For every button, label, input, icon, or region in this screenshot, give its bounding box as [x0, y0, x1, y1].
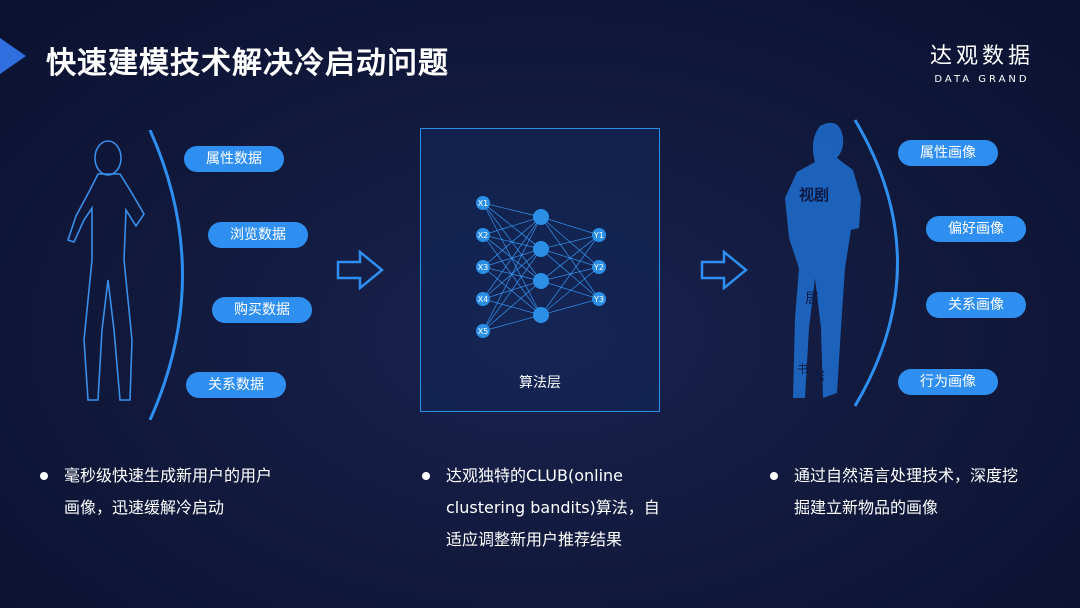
- bullet-text-3: 通过自然语言处理技术，深度挖 掘建立新物品的画像: [794, 460, 1018, 524]
- bullet-3-line-2: 掘建立新物品的画像: [794, 498, 939, 517]
- output-node-label: Y3: [593, 295, 604, 304]
- input-node: [476, 228, 490, 242]
- right-tag-2: 偏好画像: [926, 216, 1026, 242]
- right-tag-4: 行为画像: [898, 369, 998, 395]
- input-node: [476, 292, 490, 306]
- input-node-label: X3: [478, 263, 489, 272]
- nn-connection: [540, 234, 600, 316]
- output-node-label: Y2: [593, 263, 604, 272]
- input-node: [476, 196, 490, 210]
- hidden-node: [533, 241, 549, 257]
- nn-connection: [482, 298, 542, 316]
- bullet-2-line-1: 达观独特的CLUB(online: [446, 466, 624, 485]
- output-node-label: Y1: [593, 231, 604, 240]
- nn-connection: [482, 314, 542, 332]
- bullet-3-line-1: 通过自然语言处理技术，深度挖: [794, 466, 1019, 485]
- bullet-dot-3: [770, 472, 778, 480]
- brand-name-cn: 达观数据: [929, 44, 1034, 69]
- left-arc: [148, 130, 184, 420]
- woman-silhouette-icon: [66, 140, 145, 401]
- left-tag-4: 关系数据: [186, 372, 286, 398]
- output-node: [592, 228, 606, 242]
- flow-arrow-icon-2: [700, 250, 748, 290]
- nn-connection: [482, 216, 542, 268]
- hidden-node: [533, 307, 549, 323]
- algorithm-layer-label: 算法层: [519, 375, 561, 391]
- nn-connection: [540, 234, 600, 282]
- brand-logo: 达观数据 DATA GRAND: [930, 38, 1034, 85]
- page-title: 快速建模技术解决冷启动问题: [46, 46, 449, 81]
- bullet-text-2: 达观独特的CLUB(online clustering bandits)算法，自…: [446, 460, 660, 556]
- bullet-1-line-2: 画像，迅速缓解冷启动: [64, 498, 225, 517]
- nn-connection: [482, 248, 542, 332]
- silhouette-word-1: 视剧: [799, 186, 829, 204]
- input-node-label: X2: [478, 231, 489, 240]
- left-tag-3: 购买数据: [212, 297, 312, 323]
- nn-connection: [540, 298, 600, 316]
- right-tag-3: 关系画像: [926, 292, 1026, 318]
- nn-connection: [540, 266, 600, 316]
- nn-connection: [482, 234, 542, 316]
- bullet-1-line-1: 毫秒级快速生成新用户的用户: [64, 466, 273, 485]
- nn-connection: [482, 216, 542, 300]
- hidden-node: [533, 273, 549, 289]
- silhouette-word-4: 居: [813, 369, 825, 383]
- hidden-node: [533, 209, 549, 225]
- input-node-label: X5: [478, 327, 489, 336]
- nn-connection: [482, 202, 542, 316]
- input-node: [476, 324, 490, 338]
- bullet-dot-1: [40, 472, 48, 480]
- nn-connection: [482, 216, 542, 332]
- nn-connection: [540, 234, 600, 250]
- input-node: [476, 260, 490, 274]
- nn-connection: [482, 266, 542, 316]
- nn-connection: [540, 266, 600, 282]
- output-node: [592, 292, 606, 306]
- nn-connection: [540, 216, 600, 236]
- nn-connection: [482, 216, 542, 236]
- nn-connection: [540, 280, 600, 300]
- left-figure: [66, 130, 184, 420]
- bullet-text-1: 毫秒级快速生成新用户的用户 画像，迅速缓解冷启动: [64, 460, 272, 524]
- bullet-dot-2: [422, 472, 430, 480]
- nn-connection: [482, 202, 542, 218]
- bullet-2-line-2: clustering bandits)算法，自: [446, 498, 660, 517]
- brand-name-en: DATA GRAND: [934, 74, 1030, 85]
- word-cloud-silhouette-icon: [785, 122, 861, 399]
- left-tag-2: 浏览数据: [208, 222, 308, 248]
- bullet-2-line-3: 适应调整新用户推荐结果: [446, 530, 623, 549]
- right-figure: 视剧 居 书 居: [785, 119, 899, 407]
- silhouette-word-3: 书: [797, 362, 809, 376]
- right-tag-1: 属性画像: [898, 140, 998, 166]
- input-node-label: X1: [478, 199, 489, 208]
- right-arc: [853, 119, 899, 407]
- input-node-label: X4: [478, 295, 489, 304]
- title-marker-icon: [0, 38, 26, 74]
- output-node: [592, 260, 606, 274]
- nn-connection: [482, 280, 542, 332]
- silhouette-word-2: 居: [805, 291, 819, 307]
- flow-arrow-icon-1: [336, 250, 384, 290]
- left-tag-1: 属性数据: [184, 146, 284, 172]
